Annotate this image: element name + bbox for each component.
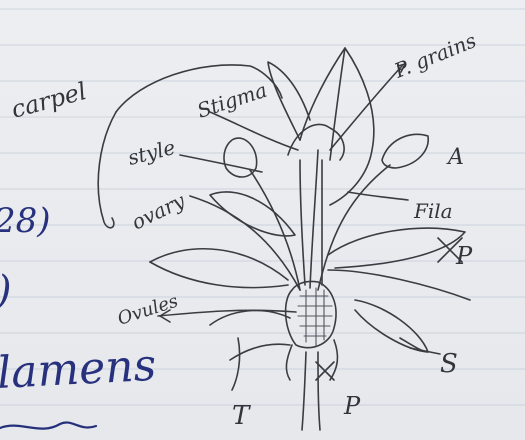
ink-fragment-2: ) (0, 268, 12, 314)
label-ovary: ovary (128, 188, 190, 234)
label-filament: Fila (413, 199, 453, 223)
thalamus-and-pedicel (286, 340, 337, 430)
stamens (224, 134, 428, 290)
label-thalamus: T (232, 401, 251, 431)
label-pedicel: P (343, 392, 361, 420)
ink-fragment-1: 28) (0, 201, 51, 241)
label-ovules: Ovules (115, 291, 181, 330)
label-petal: P (455, 242, 473, 270)
label-carpel: carpel (8, 77, 89, 124)
label-stigma: Stigma (194, 78, 270, 123)
label-sepal: S (440, 349, 458, 379)
label-anther: A (446, 145, 464, 170)
ink-fragment-3: lamens (0, 340, 157, 399)
carpel-bracket (98, 112, 116, 228)
ink-scribble-bottom (0, 422, 96, 428)
label-pollen-grains: P. grains (390, 28, 480, 83)
label-style: style (125, 135, 177, 170)
